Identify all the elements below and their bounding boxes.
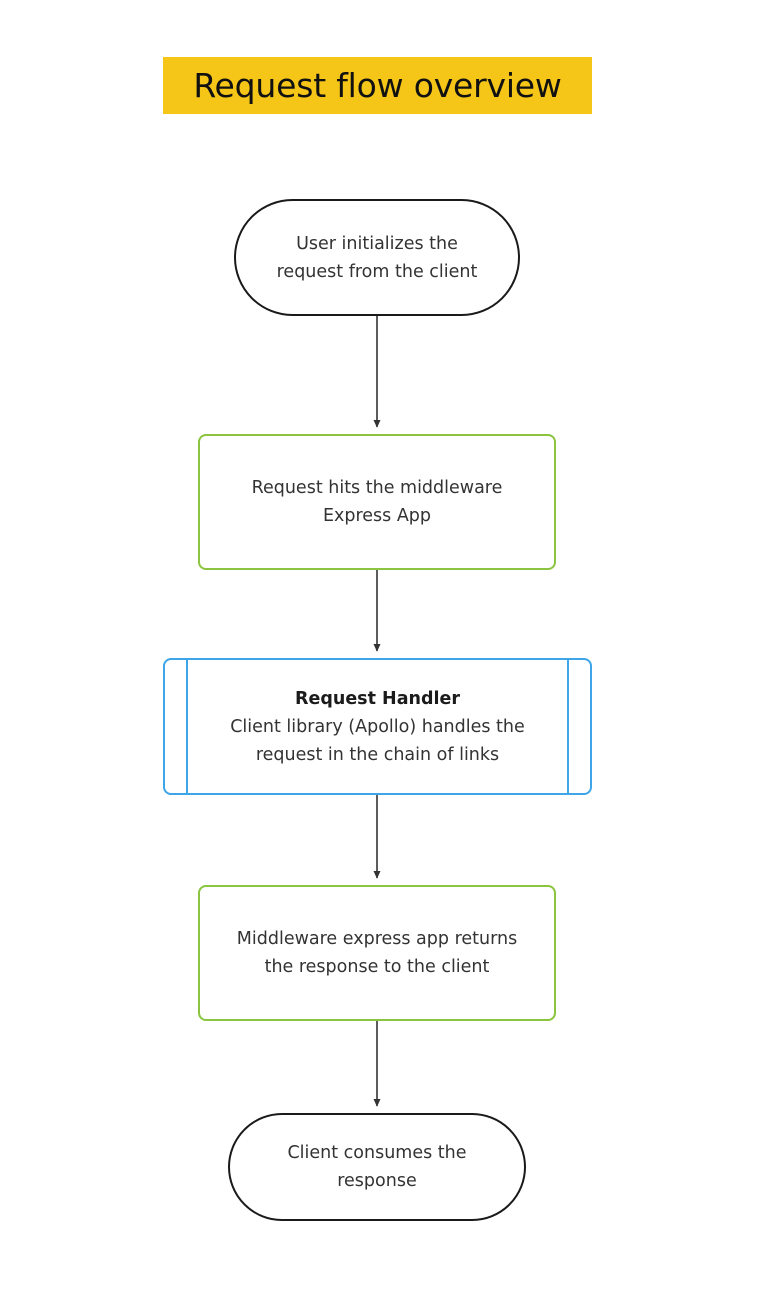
subroutine-bar-right <box>567 658 569 795</box>
page-title-banner: Request flow overview <box>163 57 592 114</box>
flow-node-middleware[interactable]: Request hits the middleware Express App <box>198 434 556 570</box>
flow-node-middleware-label: Request hits the middleware Express App <box>251 478 503 526</box>
flow-node-end-label: Client consumes the response <box>287 1143 467 1191</box>
flow-node-request-handler-title: Request Handler <box>294 688 460 709</box>
flow-node-start-label: User initializes the request from the cl… <box>276 233 478 282</box>
flow-node-end[interactable]: Client consumes the response <box>228 1113 526 1221</box>
flow-node-request-handler-content: Request Handler Client library (Apollo) … <box>196 685 559 769</box>
flow-node-request-handler-label: Client library (Apollo) handles the requ… <box>230 716 525 765</box>
subroutine-bar-left <box>186 658 188 795</box>
flow-node-start[interactable]: User initializes the request from the cl… <box>234 199 520 316</box>
flow-node-response[interactable]: Middleware express app returns the respo… <box>198 885 556 1021</box>
flow-node-response-label: Middleware express app returns the respo… <box>236 929 518 977</box>
page-title: Request flow overview <box>193 65 562 105</box>
flow-node-request-handler[interactable]: Request Handler Client library (Apollo) … <box>163 658 592 795</box>
